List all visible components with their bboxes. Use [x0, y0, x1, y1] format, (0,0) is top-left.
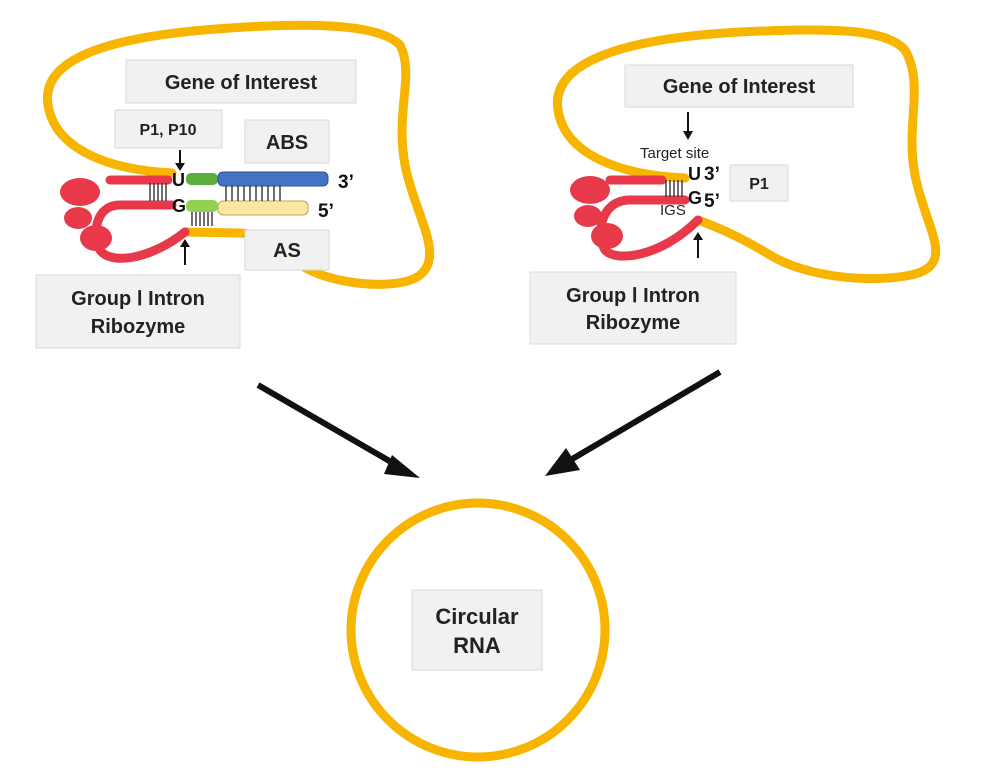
- left-rna-exon-tail: [180, 227, 245, 238]
- right-converge-arrow: [560, 369, 722, 468]
- right-three-prime: 3’: [704, 164, 720, 185]
- left-rna-loop-upper: [43, 20, 435, 289]
- left-three-prime: 3’: [338, 172, 354, 193]
- right-ribozyme-label-line1: Group Ⅰ Intron: [566, 285, 700, 307]
- left-base-pairs-p1: [191, 212, 213, 226]
- right-target-site-label: Target site: [640, 145, 709, 162]
- left-p1-segment: [186, 200, 218, 212]
- left-construct: U G 3’ 5’: [43, 20, 435, 289]
- left-ribozyme-label-box: Group Ⅰ Intron Ribozyme: [35, 274, 241, 349]
- right-converge-arrowhead: [545, 448, 580, 476]
- left-p1p10-arrowhead: [175, 163, 185, 171]
- right-gene-label-box: Gene of Interest: [624, 64, 854, 108]
- right-ribozyme-lobe-3: [591, 223, 623, 249]
- circular-rna-label-box: Circular RNA: [411, 589, 543, 671]
- left-ribozyme-label-line2: Ribozyme: [91, 316, 185, 338]
- circular-rna-ring: [346, 498, 610, 762]
- circular-rna-label-line2: RNA: [453, 633, 501, 658]
- abs-label: ABS: [266, 132, 308, 154]
- right-ribozyme-lobe-2: [574, 205, 602, 227]
- left-ribozyme-label-line1: Group Ⅰ Intron: [71, 288, 205, 310]
- right-splice-arrowhead: [693, 232, 703, 240]
- left-ribozyme-lobe-1: [60, 178, 100, 206]
- abs-as-base-pairs: [225, 186, 281, 201]
- left-five-prime: 5’: [318, 201, 334, 222]
- left-converge-arrow: [256, 382, 407, 473]
- as-bar: [217, 200, 309, 216]
- right-p1-label-box: P1: [729, 164, 789, 202]
- right-gene-label: Gene of Interest: [663, 76, 816, 98]
- abs-bar: [217, 171, 329, 187]
- left-p1p10-label: P1, P10: [140, 122, 197, 139]
- right-base-pairs: [665, 180, 683, 197]
- left-converge-arrowhead: [384, 455, 420, 478]
- as-label-box: AS: [244, 229, 330, 271]
- right-five-prime: 5’: [704, 191, 720, 212]
- left-p1p10-label-box: P1, P10: [114, 109, 223, 149]
- right-p1-label: P1: [749, 176, 769, 193]
- right-rna-loop: [553, 25, 941, 284]
- right-g-letter: G: [688, 188, 702, 208]
- abs-label-box: ABS: [244, 119, 330, 164]
- right-u-letter: U: [688, 164, 701, 184]
- right-igs-label: IGS: [660, 202, 686, 219]
- left-gene-label: Gene of Interest: [165, 72, 318, 94]
- right-ribozyme-body: [596, 195, 703, 261]
- left-p10-segment: [186, 173, 218, 185]
- left-u-letter: U: [172, 170, 185, 190]
- right-construct: U 3’ G 5’ IGS Target site: [553, 25, 941, 284]
- left-base-pairs-igs: [149, 183, 167, 201]
- right-ribozyme-label-box: Group Ⅰ Intron Ribozyme: [529, 271, 737, 345]
- circular-rna-label-line1: Circular: [435, 604, 519, 629]
- right-ribozyme-label-line2: Ribozyme: [586, 312, 680, 334]
- as-label: AS: [273, 240, 301, 262]
- left-ribozyme-lobe-3: [80, 225, 112, 251]
- left-gene-label-box: Gene of Interest: [125, 59, 357, 104]
- right-ribozyme-lobe-1: [570, 176, 610, 204]
- left-ribozyme-lobe-2: [64, 207, 92, 229]
- right-target-arrowhead: [683, 131, 693, 140]
- left-g-letter: G: [172, 196, 186, 216]
- left-splice-arrowhead: [180, 239, 190, 247]
